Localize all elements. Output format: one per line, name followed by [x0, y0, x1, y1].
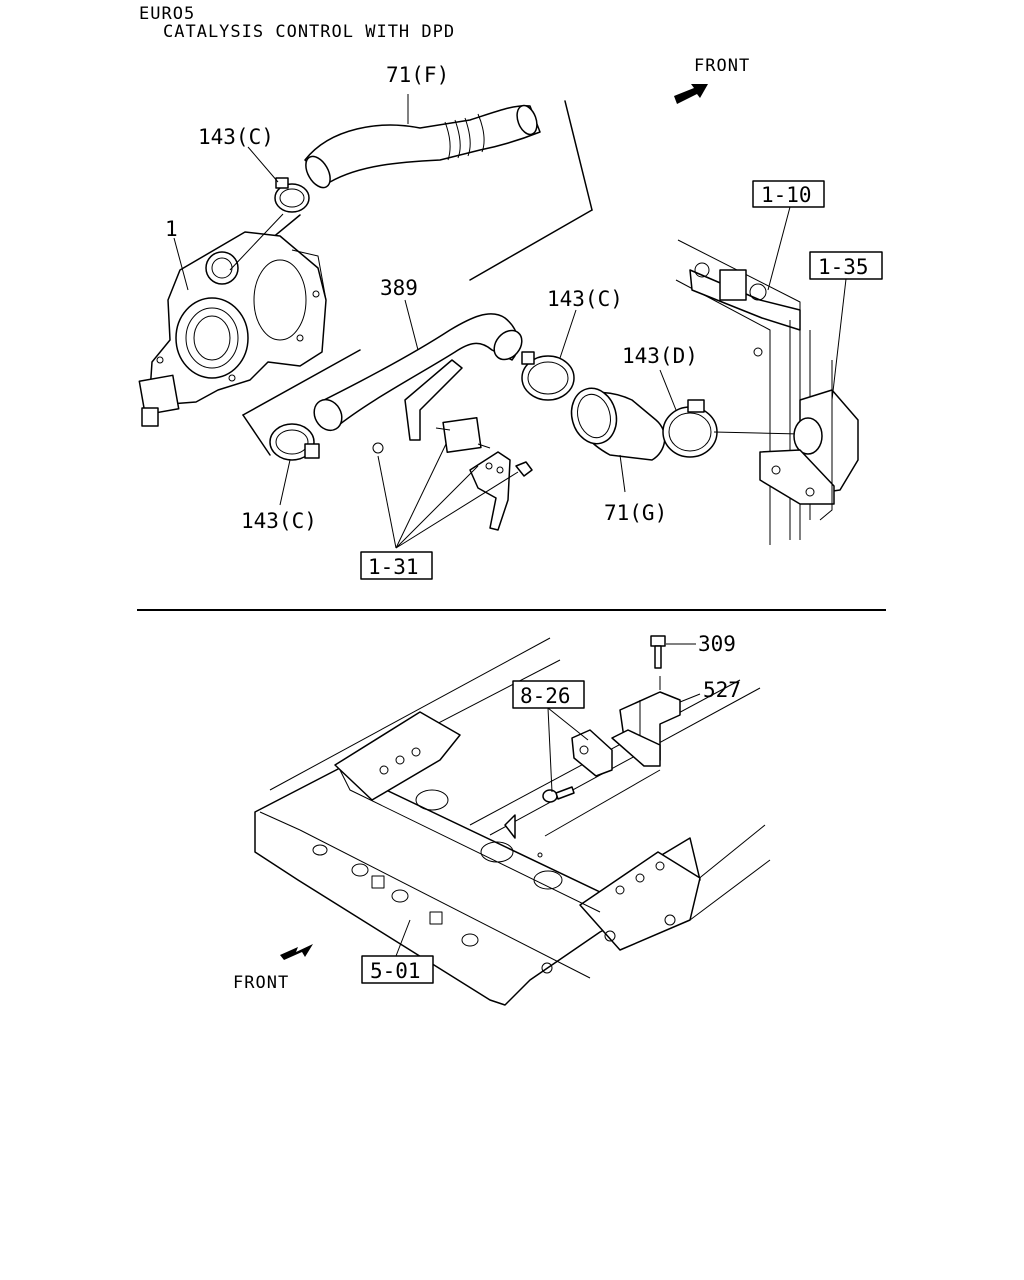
leader-1: [173, 237, 189, 291]
callout-309: 309: [698, 632, 736, 656]
hose-71g: [570, 387, 666, 461]
ref-box-826: [512, 680, 585, 709]
callout-389: 389: [380, 276, 418, 300]
leader-bracket-to-frame: [544, 769, 661, 837]
front-label-top: FRONT: [694, 56, 750, 76]
clamp-143c-top: [274, 177, 310, 213]
pipe-389-boundary-2: [242, 414, 271, 456]
ref-box-826-label: 8-26: [520, 684, 571, 708]
leader-71g: [619, 454, 626, 493]
callout-71g: 71(G): [604, 501, 667, 525]
pressure-sensor-826: [571, 729, 613, 777]
clamp-143d: [662, 399, 718, 458]
turbocharger: [138, 231, 327, 427]
leader-110: [767, 206, 791, 291]
leader-131-a: [377, 455, 397, 549]
bottom-frame-diagram: 309 527 8-26 5-01 FRONT: [233, 632, 771, 1006]
leader-826-b: [547, 707, 589, 741]
ref-box-135: [809, 251, 883, 280]
bolt-309: [650, 635, 666, 669]
callout-1: 1: [165, 217, 178, 241]
clamp-143c-middle: [521, 351, 575, 401]
leader-501: [395, 919, 411, 957]
leader-143d-to-cooler: [713, 431, 801, 435]
front-arrow-icon: [674, 84, 708, 104]
leader-143c-middle: [559, 309, 577, 359]
hose-71f: [304, 104, 541, 189]
callout-71f: 71(F): [386, 63, 449, 87]
leader-131-b: [395, 443, 447, 549]
bracket-assembly-131: [372, 417, 533, 531]
callout-143c-middle: 143(C): [547, 287, 623, 311]
bolt-sensor: [542, 786, 575, 803]
clamp-143c-lower: [269, 423, 320, 461]
intercooler-radiator: [675, 239, 859, 545]
ref-box-110: [752, 180, 825, 208]
pipe-389-boundary: [242, 349, 361, 416]
ref-box-131-label: 1-31: [368, 555, 419, 579]
sensor-bracket-527: [611, 691, 681, 767]
header-line-2: CATALYSIS CONTROL WITH DPD: [163, 22, 456, 42]
leader-143d: [659, 369, 677, 411]
leader-135: [831, 278, 847, 401]
ref-box-110-label: 1-10: [761, 183, 812, 207]
leader-143c-lower: [279, 459, 291, 506]
callout-143c-lower: 143(C): [241, 509, 317, 533]
callout-143c-top: 143(C): [198, 125, 274, 149]
callout-527: 527: [703, 678, 741, 702]
leader-527: [679, 693, 701, 703]
intercooler-pipe-389: [313, 313, 523, 441]
leader-143c-top: [247, 146, 279, 183]
callout-143d: 143(D): [622, 344, 698, 368]
frame-crossmember: [254, 711, 701, 1006]
leader-turbo-clamp: [229, 213, 284, 271]
leader-389: [404, 299, 419, 351]
header-line-1: EURO5: [139, 4, 196, 24]
ref-box-135-label: 1-35: [818, 255, 869, 279]
leader-131-c: [395, 465, 479, 549]
leader-131-d: [395, 471, 519, 549]
front-label-bottom: FRONT: [233, 973, 289, 993]
ref-box-501: [361, 955, 434, 984]
ref-box-131: [360, 551, 433, 580]
front-arrow-icon-bottom: [280, 944, 313, 960]
top-intake-diagram: FRONT 71(F): [138, 56, 883, 580]
leader-826-a: [547, 707, 553, 793]
ref-box-501-label: 5-01: [370, 959, 421, 983]
